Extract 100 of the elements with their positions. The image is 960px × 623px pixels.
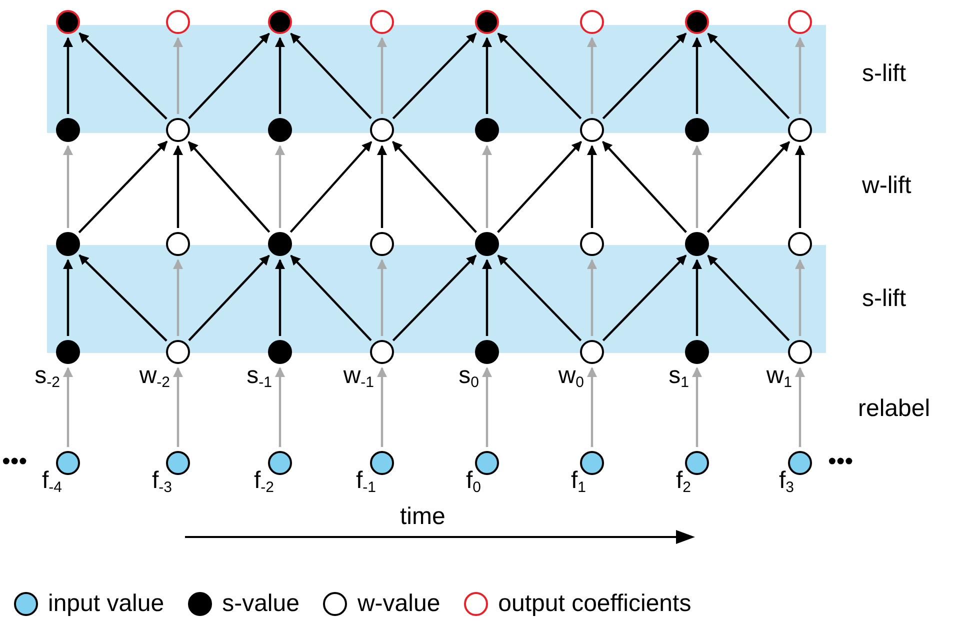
output-node (475, 10, 499, 34)
arrow (173, 145, 183, 228)
arrow (78, 32, 168, 120)
variable-label: f$_{-3}$ (152, 469, 172, 495)
value-node (475, 340, 499, 364)
variable-label: f$_{2}$ (676, 469, 691, 495)
arrow (290, 141, 372, 233)
input-node (475, 451, 499, 475)
value-node (685, 232, 709, 256)
step-label: s-lift (862, 60, 906, 89)
arrow (692, 145, 702, 228)
variable-label: w$_{-2}$ (139, 364, 170, 390)
arrow (173, 259, 183, 336)
arrow (290, 254, 372, 342)
arrow (497, 254, 582, 342)
input-node (788, 451, 812, 475)
variable-label: s$_{-1}$ (246, 364, 272, 390)
value-node (475, 118, 499, 142)
arrow (377, 259, 387, 336)
arrow (795, 367, 805, 447)
input-node (268, 451, 292, 475)
arrow (63, 145, 73, 228)
arrow (188, 32, 270, 120)
arrow (377, 145, 387, 228)
variable-label: s$_{1}$ (668, 364, 689, 390)
arrow (63, 259, 73, 336)
arrow (587, 259, 597, 336)
arrow (392, 254, 477, 342)
output-node (685, 10, 709, 34)
input-node (370, 451, 394, 475)
value-node (685, 118, 709, 142)
arrow (173, 37, 183, 114)
legend-label: s-value (222, 590, 300, 619)
arrow (482, 37, 492, 114)
output-node (56, 10, 80, 34)
ellipsis: ••• (828, 448, 854, 477)
variable-label: f$_{-1}$ (356, 469, 376, 495)
value-node (166, 340, 190, 364)
arrow (587, 37, 597, 114)
arrow (587, 367, 597, 447)
arrow (275, 145, 285, 228)
value-node (268, 232, 292, 256)
output-node (268, 10, 292, 34)
variable-label: w$_{-1}$ (343, 364, 374, 390)
value-node (370, 118, 394, 142)
value-node (370, 340, 394, 364)
value-node (268, 118, 292, 142)
output-node (166, 10, 190, 34)
arrow (602, 254, 687, 342)
arrow (173, 367, 183, 447)
arrow (692, 367, 702, 447)
value-node (370, 232, 394, 256)
arrow (275, 259, 285, 336)
arrow (602, 32, 687, 120)
arrow (795, 145, 805, 228)
value-node (685, 340, 709, 364)
legend-label: input value (48, 590, 164, 619)
arrow (587, 145, 597, 228)
input-node (166, 451, 190, 475)
arrow (290, 32, 372, 120)
value-node (580, 340, 604, 364)
arrow (188, 254, 270, 342)
arrow (482, 367, 492, 447)
variable-label: w$_{1}$ (766, 364, 792, 390)
output-node (580, 10, 604, 34)
arrow (78, 254, 168, 342)
legend-label: output coefficients (498, 590, 692, 619)
value-node (788, 232, 812, 256)
axis-label: time (400, 503, 446, 532)
step-label: s-lift (862, 285, 906, 314)
step-label: w-lift (862, 172, 912, 201)
arrow (602, 141, 687, 233)
arrow (188, 141, 270, 233)
variable-label: w$_{0}$ (558, 364, 584, 390)
arrow (377, 37, 387, 114)
variable-label: s$_{-2}$ (34, 364, 60, 390)
input-node (56, 451, 80, 475)
arrow (707, 32, 790, 120)
value-node (166, 118, 190, 142)
variable-label: f$_{0}$ (466, 469, 481, 495)
value-node (56, 118, 80, 142)
value-node (580, 232, 604, 256)
value-node (788, 340, 812, 364)
value-node (166, 232, 190, 256)
arrow (497, 32, 582, 120)
value-node (56, 232, 80, 256)
arrow (497, 141, 582, 233)
arrow (63, 367, 73, 447)
value-node (788, 118, 812, 142)
output-node (788, 10, 812, 34)
arrow (482, 259, 492, 336)
arrow (795, 259, 805, 336)
variable-label: f$_{1}$ (570, 469, 586, 495)
arrow (392, 32, 477, 120)
arrow (707, 254, 790, 342)
arrow (392, 141, 477, 233)
variable-label: f$_{-4}$ (42, 469, 62, 495)
arrow (78, 140, 168, 234)
value-node (268, 340, 292, 364)
arrow (377, 367, 387, 447)
